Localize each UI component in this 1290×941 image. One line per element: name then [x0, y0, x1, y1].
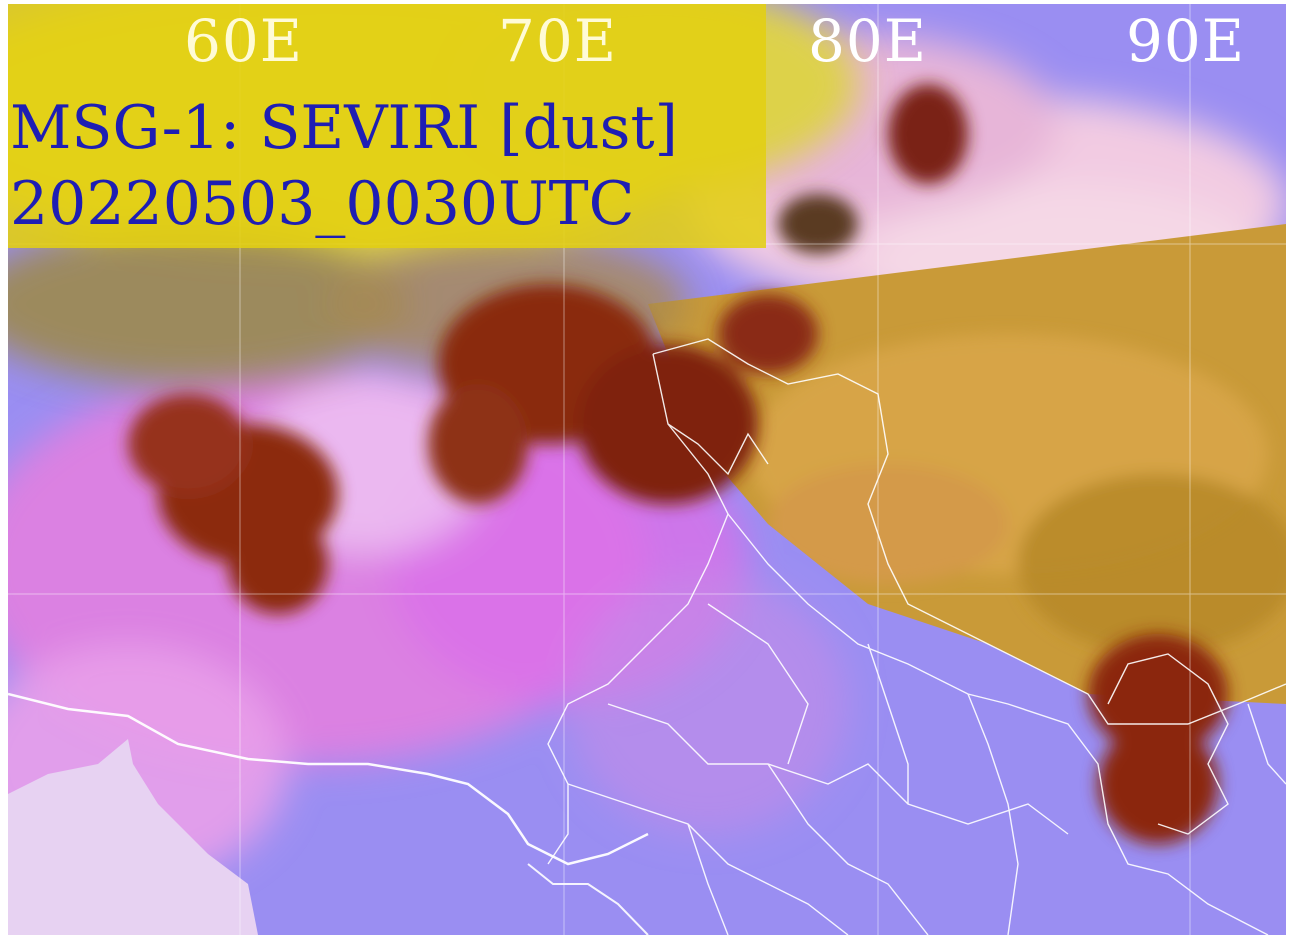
- longitude-label-90e: 90E: [1126, 7, 1246, 75]
- satellite-image: 60E 70E 80E 90E MSG-1: SEVIRI [dust] 202…: [8, 4, 1286, 935]
- coastline: [8, 692, 649, 866]
- gujarat-coast: [527, 863, 649, 935]
- longitude-label-60e: 60E: [184, 7, 304, 75]
- title-timestamp: 20220503_0030UTC: [10, 169, 635, 239]
- title-panel-bg: [8, 4, 766, 248]
- dust-rgb-imagery: [8, 4, 1286, 935]
- longitude-label-70e: 70E: [498, 7, 618, 75]
- arabian-peninsula: [8, 739, 258, 935]
- title-sensor: MSG-1: SEVIRI [dust]: [10, 93, 678, 163]
- country-boundaries: [547, 338, 1286, 935]
- longitude-label-80e: 80E: [808, 7, 928, 75]
